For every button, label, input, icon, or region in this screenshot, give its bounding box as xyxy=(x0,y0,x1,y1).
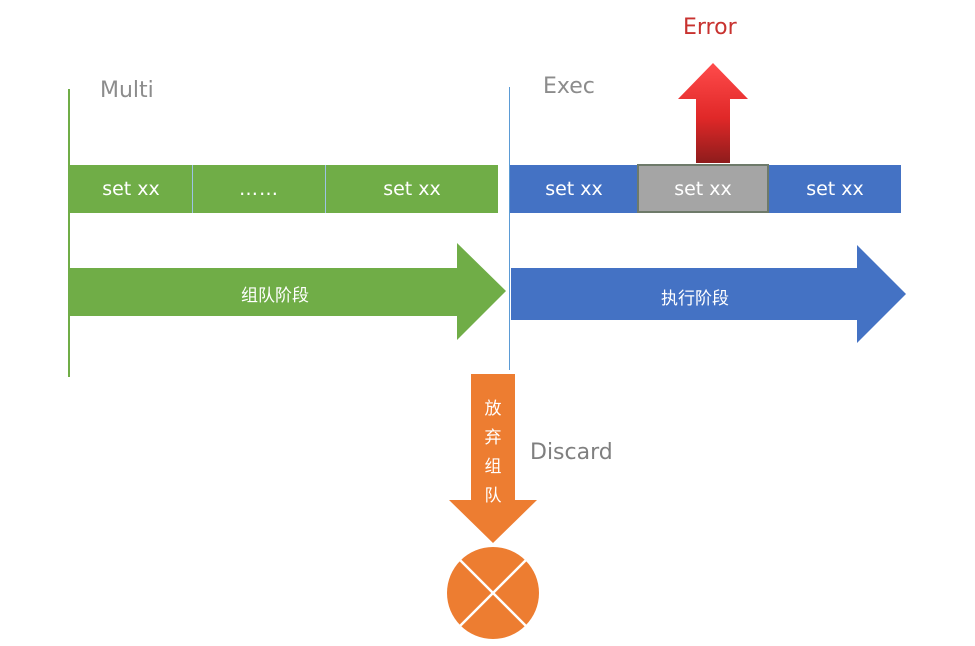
exec-phase-line xyxy=(509,87,510,370)
queue-command-segment: set xx xyxy=(70,165,192,213)
exec-command-segment: set xx xyxy=(510,165,638,213)
multi-label: Multi xyxy=(100,78,154,103)
segment-divider xyxy=(325,165,326,213)
exec-command-segment: set xx xyxy=(769,165,901,213)
queue-command-segment: set xx xyxy=(326,165,498,213)
multi-phase-line xyxy=(68,89,70,377)
queue-stage-label: 组队阶段 xyxy=(241,286,309,306)
discard-x-icon xyxy=(447,547,539,639)
exec-stage-arrow xyxy=(511,245,906,343)
exec-stage-label: 执行阶段 xyxy=(661,289,729,309)
error-arrow xyxy=(678,63,748,163)
exec-label: Exec xyxy=(543,74,595,99)
queue-command-segment: …… xyxy=(193,165,325,213)
discard-arrow xyxy=(449,374,537,543)
segment-divider xyxy=(192,165,193,213)
discard-stage-label: 放弃组队 xyxy=(484,399,502,506)
error-label: Error xyxy=(683,15,737,40)
queue-stage-arrow xyxy=(69,243,506,340)
discard-label: Discard xyxy=(530,440,613,465)
exec-command-segment-error: set xx xyxy=(637,164,769,213)
